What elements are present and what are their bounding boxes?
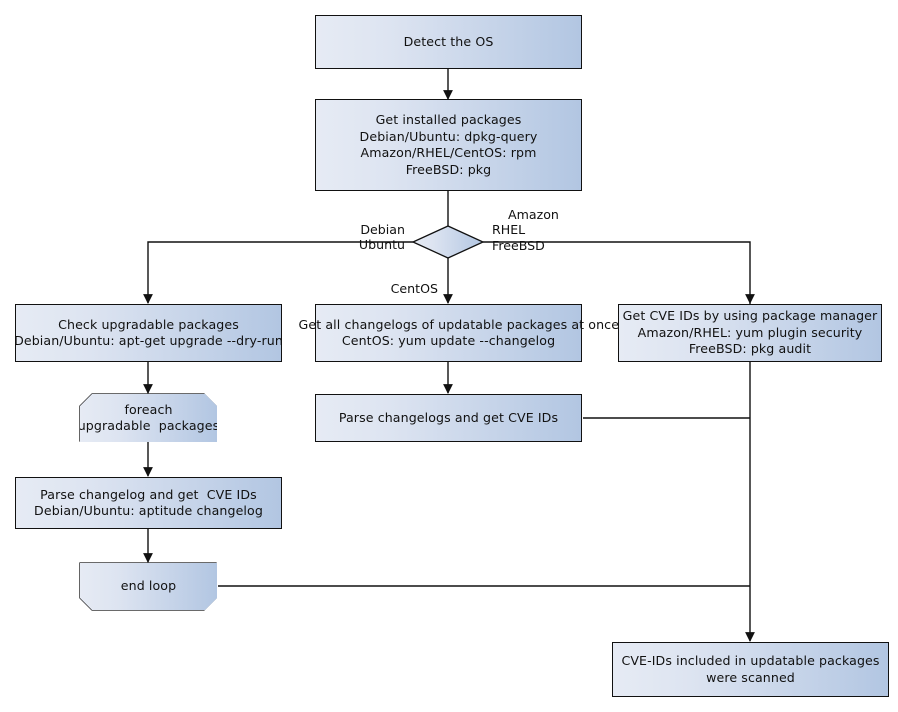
node-get-installed-packages-label: Get installed packages Debian/Ubuntu: dp… [359, 112, 538, 177]
node-parse-changelog-cve-ids[interactable]: Parse changelog and get CVE IDs Debian/U… [15, 477, 282, 529]
node-get-cve-ids-package-manager[interactable]: Get CVE IDs by using package manager Ama… [618, 304, 882, 362]
edge-decision-amazon [483, 241, 755, 304]
decision-diamond-shape [411, 225, 485, 259]
node-get-installed-packages[interactable]: Get installed packages Debian/Ubuntu: dp… [315, 99, 582, 191]
edge-label-centos: CentOS [330, 265, 438, 312]
node-check-upgradable-packages-label: Check upgradable packages Debian/Ubuntu:… [14, 316, 283, 349]
edge-label-centos-text: CentOS [390, 280, 438, 296]
node-scan-complete[interactable]: CVE-IDs included in updatable packages w… [612, 642, 889, 697]
node-parse-changelog-cve-ids-label: Parse changelog and get CVE IDs Debian/U… [34, 486, 263, 519]
edge-label-amazon-rhel-freebsd: Amazon RHEL FreeBSD [492, 191, 592, 269]
node-check-upgradable-packages[interactable]: Check upgradable packages Debian/Ubuntu:… [14, 304, 283, 362]
node-parse-changelogs-cve-ids-label: Parse changelogs and get CVE IDs [338, 409, 559, 425]
node-foreach-loop-start-label: foreach upgradable packages [77, 401, 220, 433]
node-get-all-changelogs[interactable]: Get all changelogs of updatable packages… [299, 304, 619, 362]
edge-decision-debian [143, 241, 413, 304]
node-scan-complete-label: CVE-IDs included in updatable packages w… [621, 653, 880, 685]
node-os-decision[interactable] [413, 226, 483, 258]
node-parse-changelogs-cve-ids[interactable]: Parse changelogs and get CVE IDs [315, 394, 582, 442]
node-get-all-changelogs-label: Get all changelogs of updatable packages… [298, 316, 620, 349]
edge-label-amazon-rhel-freebsd-text: Amazon RHEL FreeBSD [492, 206, 559, 253]
node-get-cve-ids-package-manager-label: Get CVE IDs by using package manager Ama… [622, 308, 878, 357]
node-end-loop[interactable]: end loop [80, 563, 217, 610]
edge-label-debian-ubuntu-text: Debian Ubuntu [358, 221, 405, 253]
edge-label-debian-ubuntu: Debian Ubuntu [300, 206, 405, 268]
node-detect-os-label: Detect the OS [403, 33, 494, 49]
node-foreach-loop-start[interactable]: foreach upgradable packages [80, 394, 217, 442]
node-end-loop-label: end loop [120, 578, 177, 594]
node-detect-os[interactable]: Detect the OS [315, 15, 582, 69]
